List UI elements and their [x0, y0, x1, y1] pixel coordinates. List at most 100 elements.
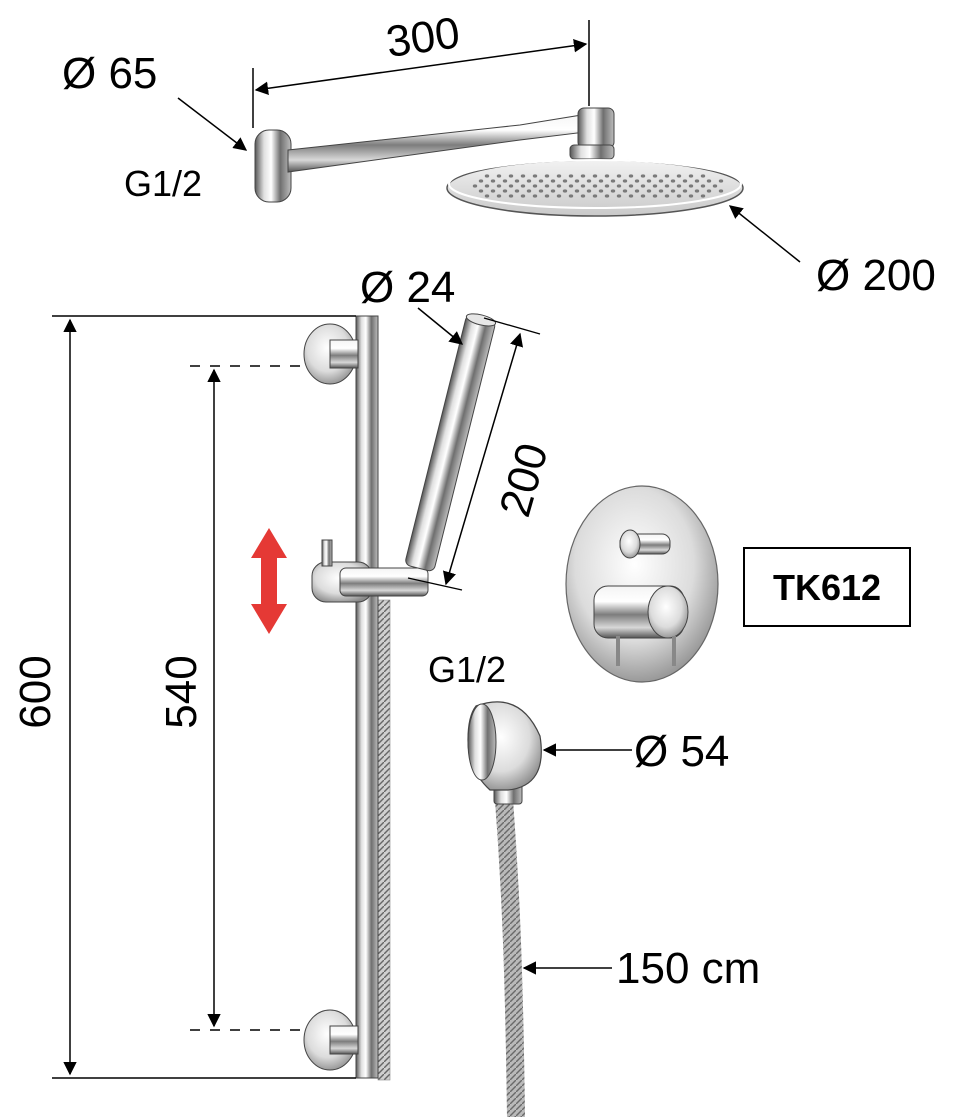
shower-nozzle	[592, 174, 598, 178]
shower-nozzle	[646, 179, 652, 183]
shower-nozzle	[484, 184, 490, 188]
shower-nozzle	[478, 189, 484, 193]
shower-nozzle	[574, 189, 580, 193]
bottom-bracket-arm	[329, 1025, 359, 1055]
slider-holder	[339, 567, 429, 597]
shower-nozzle	[502, 179, 508, 183]
shower-nozzle	[538, 189, 544, 193]
shower-nozzle	[676, 194, 682, 198]
shower-nozzle	[652, 194, 658, 198]
shower-nozzle	[718, 189, 724, 193]
shower-nozzle	[538, 179, 544, 183]
slide-bar-group: 540 600 Ø 24 200	[11, 263, 558, 1081]
mixer-lever-right	[672, 636, 676, 666]
hand-shower-ext-top	[483, 317, 541, 335]
shower-nozzle	[604, 194, 610, 198]
bracket-spacing-label: 540	[157, 655, 206, 728]
shower-nozzle	[514, 189, 520, 193]
top-bracket-arm	[329, 339, 359, 369]
shower-nozzle	[514, 179, 520, 183]
shower-nozzle	[496, 184, 502, 188]
shower-nozzle	[700, 194, 706, 198]
hand-shower-diameter-leader	[417, 307, 464, 345]
shower-head-nozzles	[472, 174, 724, 198]
hand-shower-length-label: 200	[490, 438, 557, 522]
shower-nozzle	[694, 179, 700, 183]
shower-nozzle	[622, 179, 628, 183]
outlet-diameter-label: Ø 54	[634, 727, 729, 776]
shower-nozzle	[532, 184, 538, 188]
shower-nozzle	[490, 189, 496, 193]
model-code-box: TK612	[743, 547, 911, 627]
shower-nozzle	[700, 174, 706, 178]
shower-nozzle	[592, 194, 598, 198]
shower-nozzle	[520, 174, 526, 178]
shower-nozzle	[508, 174, 514, 178]
shower-nozzle	[532, 174, 538, 178]
shower-nozzle	[484, 174, 490, 178]
shower-nozzle	[616, 184, 622, 188]
shower-nozzle	[496, 194, 502, 198]
flexible-hose	[495, 799, 525, 1117]
model-code-label: TK612	[773, 567, 881, 608]
head-swivel	[569, 144, 615, 160]
shower-nozzle	[682, 189, 688, 193]
flange-diameter-leader	[177, 97, 248, 151]
shower-nozzle	[664, 194, 670, 198]
shower-nozzle	[676, 174, 682, 178]
shower-nozzle	[526, 179, 532, 183]
shower-nozzle	[574, 179, 580, 183]
hand-shower	[405, 313, 497, 572]
wall-outlet-group: G1/2 Ø 54 150 cm	[428, 649, 760, 1117]
mixer-valve-group	[565, 485, 719, 683]
shower-nozzle	[586, 189, 592, 193]
shower-nozzle	[640, 174, 646, 178]
shower-nozzle	[526, 189, 532, 193]
shower-nozzle	[604, 184, 610, 188]
mixer-lever-left	[616, 636, 620, 666]
flexible-hose-edge	[495, 799, 525, 1117]
shower-nozzle	[568, 174, 574, 178]
shower-nozzle	[664, 184, 670, 188]
shower-nozzle	[544, 194, 550, 198]
shower-nozzle	[616, 194, 622, 198]
mixer-handle-cap	[647, 585, 689, 639]
shower-nozzle	[688, 194, 694, 198]
shower-nozzle	[658, 189, 664, 193]
head-diameter-label: Ø 200	[816, 251, 936, 300]
shower-nozzle	[676, 184, 682, 188]
model-code-border	[743, 547, 911, 627]
shower-nozzle	[580, 194, 586, 198]
shower-nozzle	[556, 194, 562, 198]
shower-nozzle	[592, 184, 598, 188]
shower-nozzle	[652, 174, 658, 178]
shower-nozzle	[634, 179, 640, 183]
shower-nozzle	[700, 184, 706, 188]
shower-nozzle	[550, 179, 556, 183]
shower-nozzle	[712, 184, 718, 188]
shower-nozzle	[562, 179, 568, 183]
shower-nozzle	[484, 194, 490, 198]
shower-nozzle	[598, 179, 604, 183]
shower-nozzle	[544, 184, 550, 188]
shower-nozzle	[598, 189, 604, 193]
shower-nozzle	[682, 179, 688, 183]
shower-nozzle	[508, 194, 514, 198]
shower-nozzle	[568, 194, 574, 198]
shower-nozzle	[550, 189, 556, 193]
shower-nozzle	[718, 179, 724, 183]
shower-nozzle	[706, 189, 712, 193]
shower-nozzle	[658, 179, 664, 183]
hand-shower-diameter-label: Ø 24	[360, 263, 455, 312]
mixer-cover-plate	[565, 485, 719, 683]
shower-nozzle	[520, 184, 526, 188]
shower-nozzle	[520, 194, 526, 198]
shower-nozzle	[586, 179, 592, 183]
shower-nozzle	[640, 184, 646, 188]
head-diameter-leader	[728, 205, 801, 263]
hand-shower-body	[405, 315, 496, 572]
shower-nozzle	[706, 179, 712, 183]
shower-nozzle	[628, 194, 634, 198]
shower-nozzle	[604, 174, 610, 178]
slide-bar-rail	[355, 315, 379, 1079]
